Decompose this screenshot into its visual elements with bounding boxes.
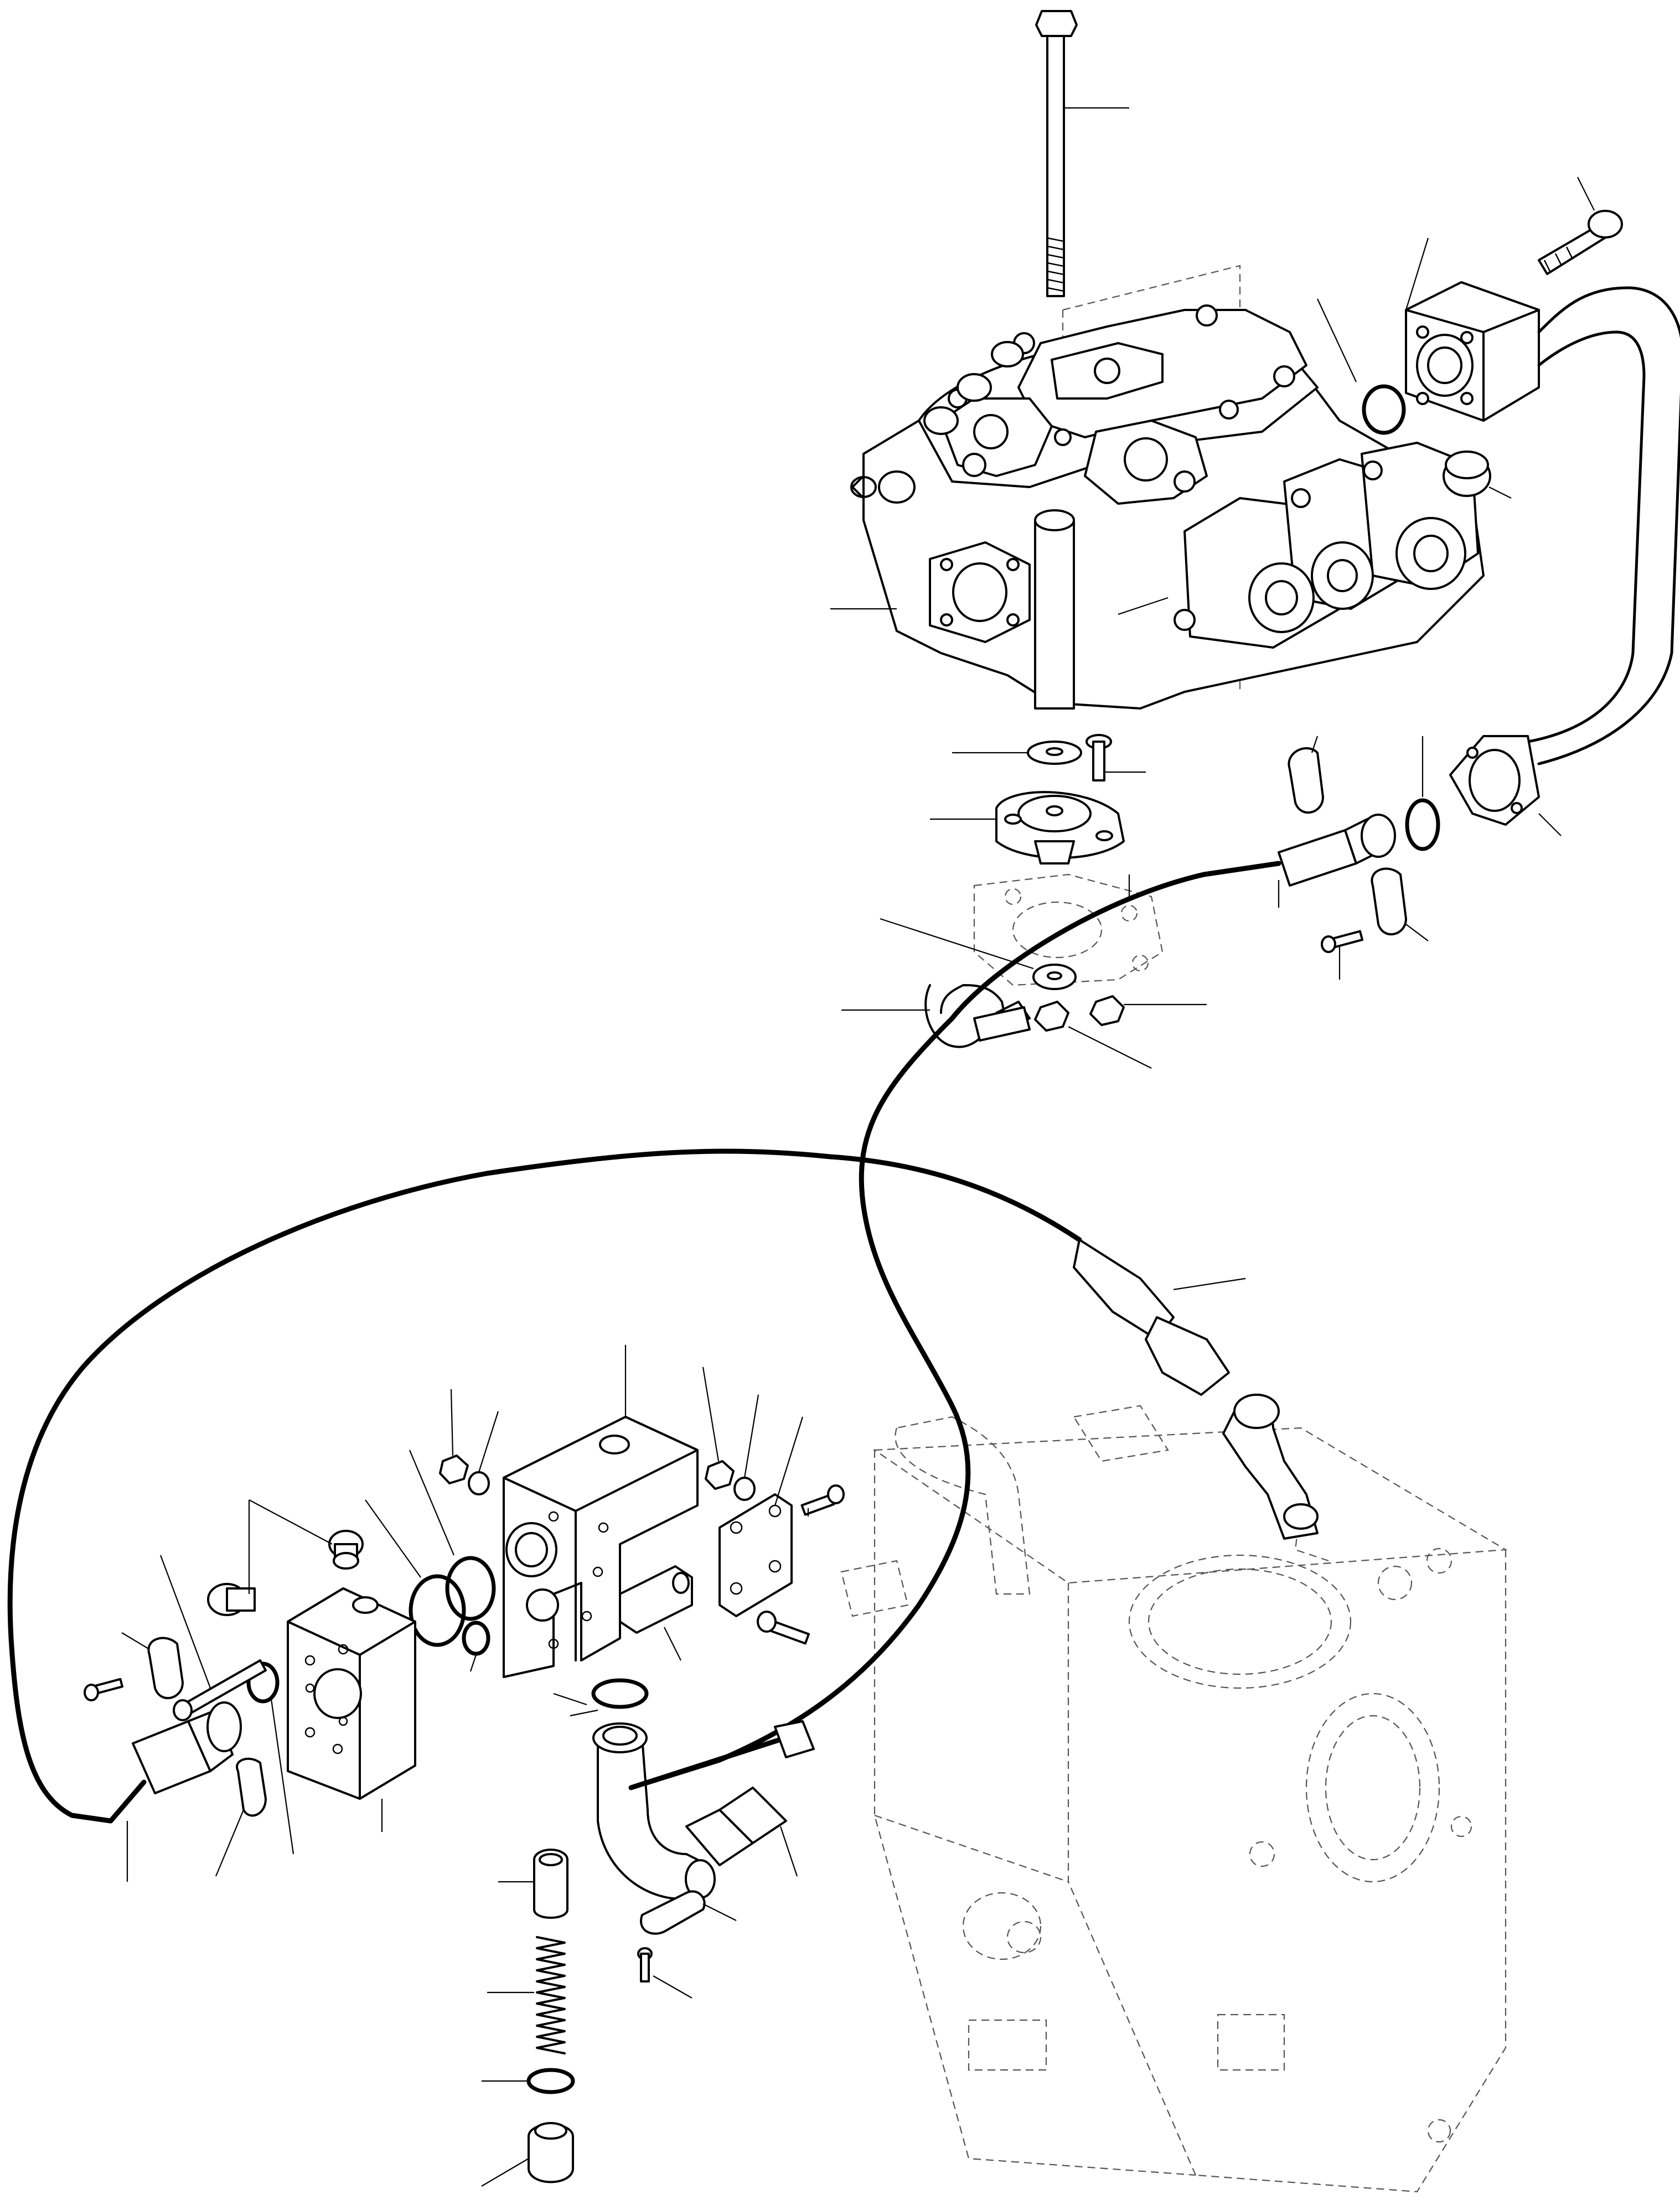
adapter-o-ring — [1362, 384, 1406, 435]
hose-clamp — [841, 984, 1031, 1048]
relief-valve-o-ring — [526, 2068, 575, 2094]
split-flange-half-lower — [1371, 867, 1429, 941]
manifold-o-ring-a — [445, 1556, 496, 1621]
manifold-cover-plate — [718, 1416, 804, 1617]
split-flange-left-upper — [121, 1632, 184, 1699]
split-flange-half-upper — [1288, 736, 1324, 814]
leader-seal — [365, 1499, 421, 1578]
washer-lower — [880, 918, 1077, 990]
split-flange-elbow — [640, 1890, 737, 1935]
hydraulic-hose-b — [7, 1148, 1082, 1824]
relief-valve-poppet — [498, 1849, 568, 1919]
flange-bolt-small — [1321, 930, 1364, 980]
hydraulic-hose-a — [628, 872, 1207, 1790]
leader-port-o-ring — [270, 1699, 294, 1855]
leader-relief-upper — [553, 1692, 587, 1706]
leader-o-ring-small — [469, 1654, 477, 1672]
flange-bolt-left — [84, 1678, 123, 1701]
control-valve-block — [830, 304, 1485, 710]
anti-vibration-mount — [930, 791, 1125, 865]
cover-bolt-a — [800, 1484, 845, 1516]
washer-top — [952, 741, 1082, 765]
hose-fitting-upper — [1201, 814, 1396, 908]
leader-o-ring — [409, 1450, 455, 1556]
elbow-fitting-lower — [570, 1678, 798, 1901]
cover-bolt-b — [757, 1611, 810, 1645]
plug-manifold-top — [249, 1499, 364, 1570]
hose-fitting-tank — [1073, 1239, 1319, 1540]
manifold-block-main — [503, 1345, 699, 1678]
nut-washer-left — [439, 1389, 499, 1495]
mounting-bolt-upright — [1085, 734, 1146, 781]
split-flange-left-lower — [215, 1757, 267, 1877]
plug-manifold-side — [207, 1500, 256, 1616]
valve-actuator-sections — [1174, 442, 1479, 649]
adapter-bolt — [1538, 177, 1623, 275]
manifold-seal-large — [409, 1574, 466, 1647]
hose-fitting-left — [108, 1701, 242, 1882]
hex-nuts — [1034, 995, 1207, 1069]
long-bolt — [1035, 10, 1129, 297]
hose-fitting-manifold — [628, 1720, 815, 1790]
port-adapter-block — [1405, 237, 1540, 422]
manifold-block-secondary — [287, 1587, 416, 1832]
nut-washer-right — [702, 1367, 759, 1501]
elbow-bolt — [637, 1947, 692, 1999]
steel-return-tube — [1449, 286, 1680, 836]
plug-top-right — [1443, 451, 1512, 499]
long-bolt-left — [159, 1555, 267, 1721]
relief-valve-spring — [487, 1936, 566, 2054]
hydraulic-tank-ghost — [840, 1405, 1508, 2193]
flange-o-ring — [1405, 798, 1440, 851]
manifold-o-ring-small — [462, 1621, 490, 1656]
relief-valve-plug — [481, 2122, 574, 2187]
